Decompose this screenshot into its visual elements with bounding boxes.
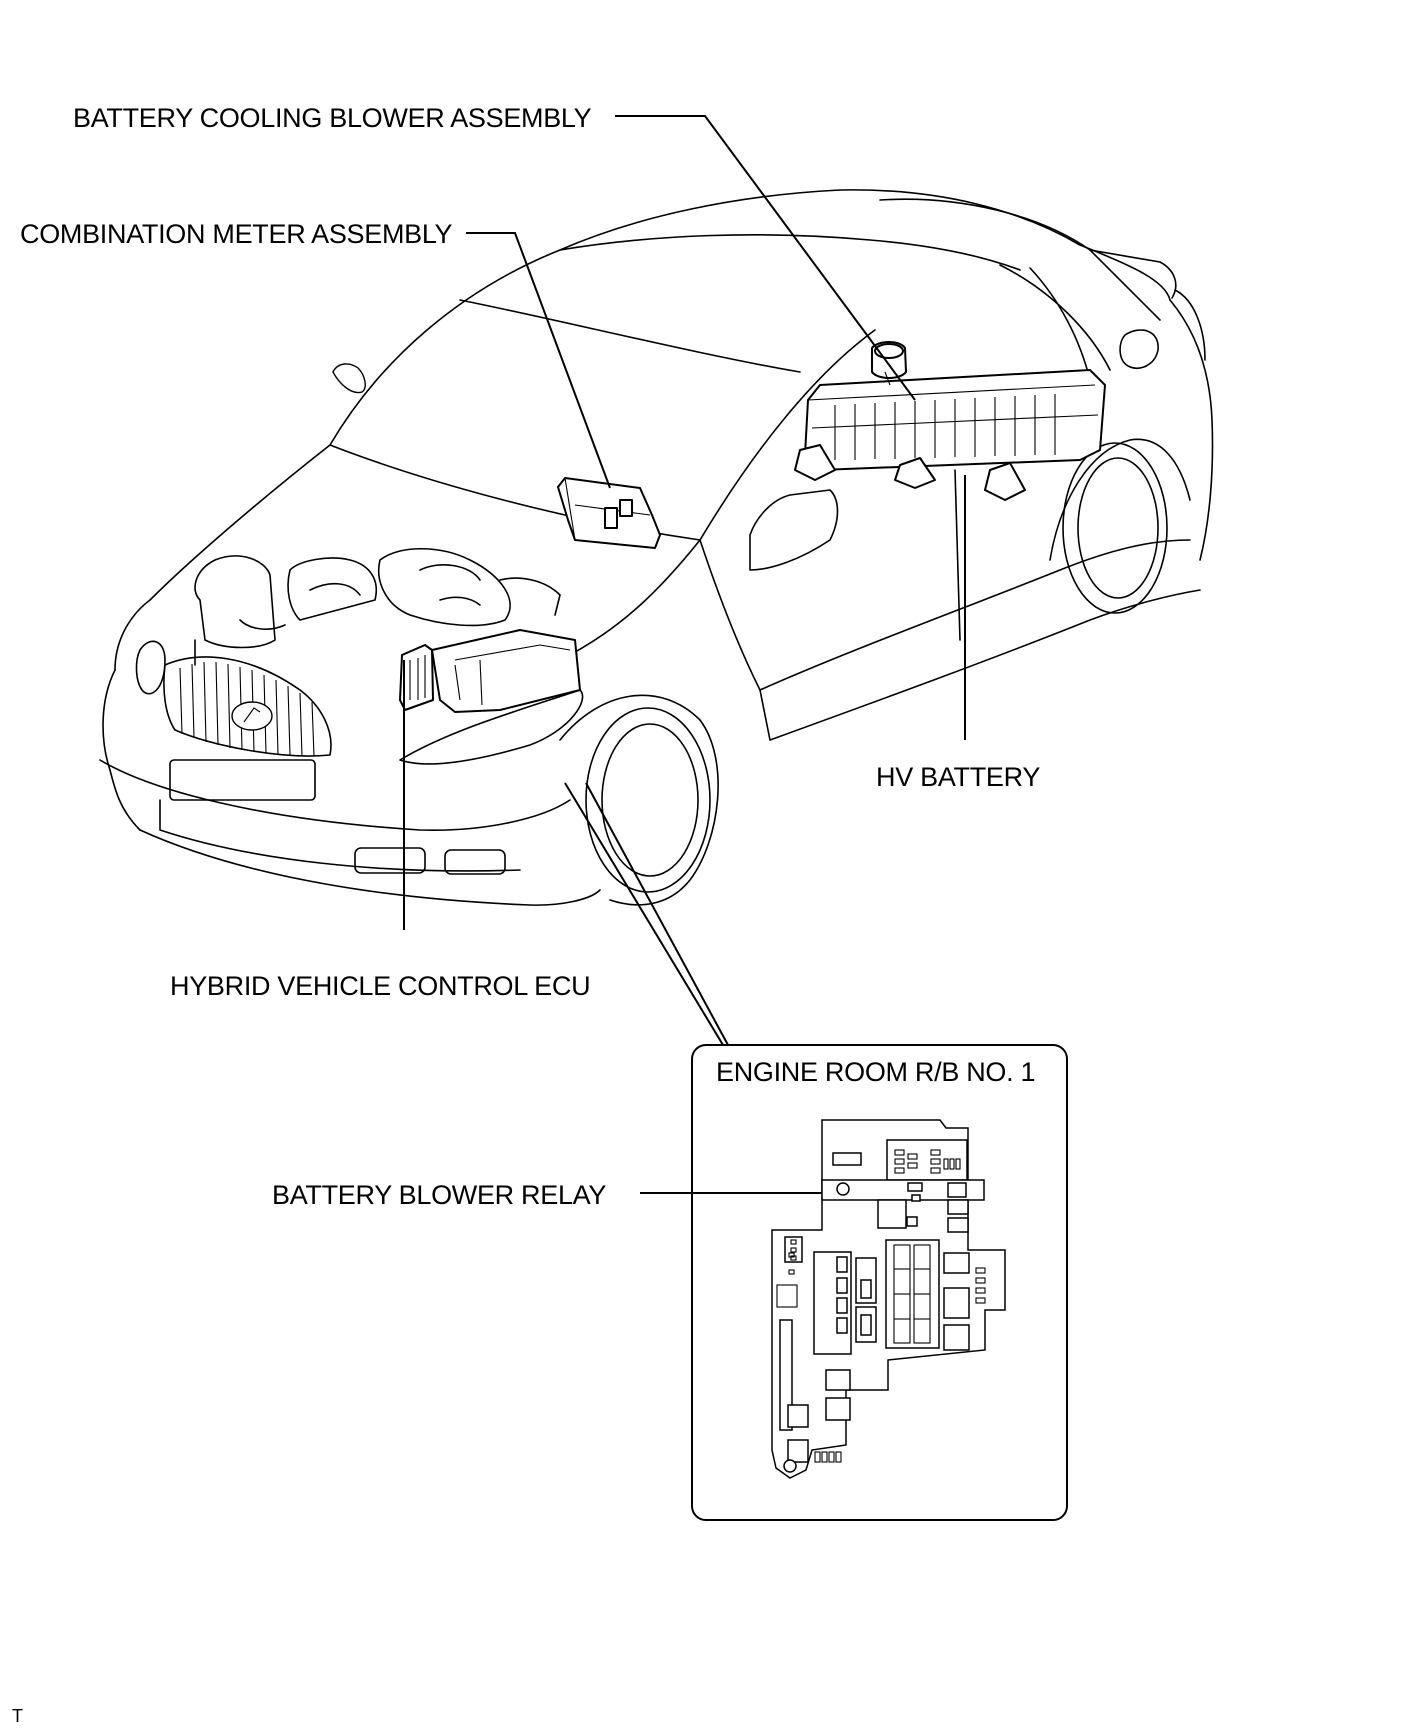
label-hv-battery: HV BATTERY	[876, 762, 1040, 792]
corner-code: T	[12, 1706, 23, 1726]
engine-room-rb-detail	[691, 1044, 1068, 1521]
label-hybrid-vehicle-control-ecu: HYBRID VEHICLE CONTROL ECU	[170, 971, 590, 1001]
label-engine-room-rb: ENGINE ROOM R/B NO. 1	[716, 1057, 1035, 1087]
combination-meter-drawing	[557, 477, 661, 549]
hybrid-ecu-drawing	[399, 629, 581, 713]
hv-battery-drawing	[794, 341, 1106, 501]
label-combination-meter: COMBINATION METER ASSEMBLY	[20, 219, 453, 249]
label-battery-cooling-blower: BATTERY COOLING BLOWER ASSEMBLY	[73, 103, 592, 133]
engine-bay-drawing	[194, 547, 561, 666]
label-battery-blower-relay: BATTERY BLOWER RELAY	[272, 1180, 606, 1210]
vehicle-drawing	[99, 189, 1214, 906]
leader-lines	[403, 115, 966, 1194]
